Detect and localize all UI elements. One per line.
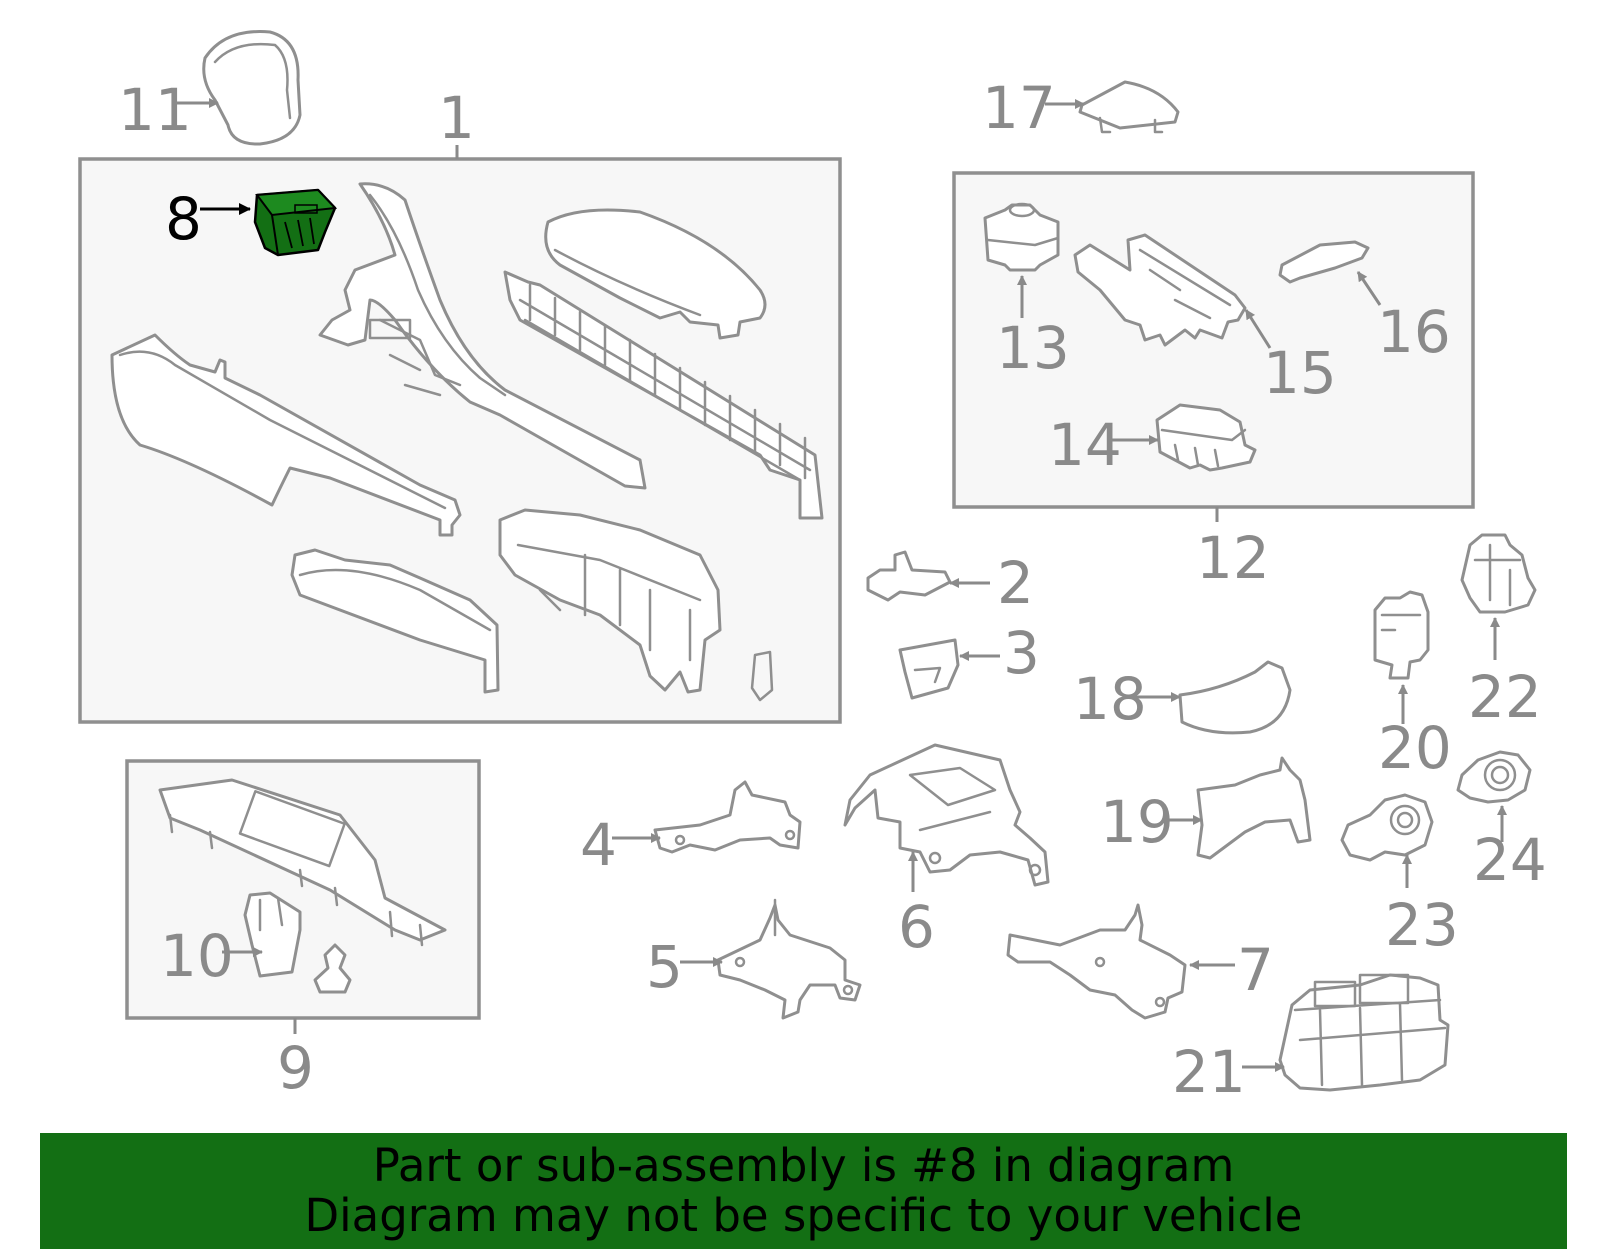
callout-21[interactable]: 21	[1172, 1038, 1246, 1106]
callout-24[interactable]: 24	[1473, 826, 1547, 894]
callout-13[interactable]: 13	[996, 314, 1070, 382]
part-8-switch-highlighted[interactable]	[253, 188, 338, 257]
callout-16[interactable]: 16	[1377, 298, 1451, 366]
callout-17[interactable]: 17	[982, 74, 1056, 142]
callout-1[interactable]: 1	[438, 84, 475, 152]
callout-23[interactable]: 23	[1385, 891, 1459, 959]
part-6-bracket[interactable]	[843, 743, 1050, 887]
callout-11[interactable]: 11	[118, 76, 192, 144]
part-18-trim[interactable]	[1178, 660, 1292, 735]
part-22-switch[interactable]	[1460, 533, 1537, 614]
callout-5[interactable]: 5	[646, 933, 683, 1001]
callout-3[interactable]: 3	[1003, 619, 1040, 687]
part-grille-panel	[503, 270, 824, 520]
callout-10[interactable]: 10	[160, 922, 234, 990]
part-24-socket[interactable]	[1456, 750, 1532, 804]
callout-8[interactable]: 8	[165, 185, 202, 253]
part-16-trim-strip[interactable]	[1278, 240, 1370, 284]
part-13-knob-housing[interactable]	[983, 202, 1060, 272]
part-2-bracket[interactable]	[866, 550, 952, 602]
part-5-bracket[interactable]	[716, 898, 862, 1020]
part-17-cap[interactable]	[1078, 80, 1180, 134]
banner-line-disclaimer: Diagram may not be specific to your vehi…	[304, 1189, 1303, 1242]
part-clip	[313, 943, 352, 994]
callout-12[interactable]: 12	[1196, 524, 1270, 592]
callout-20[interactable]: 20	[1378, 714, 1452, 782]
callout-18[interactable]: 18	[1073, 665, 1147, 733]
part-23-socket[interactable]	[1340, 793, 1434, 862]
part-19-trim[interactable]	[1196, 756, 1312, 860]
part-lower-strip	[290, 548, 500, 694]
callout-7[interactable]: 7	[1237, 936, 1274, 1004]
part-14-switch[interactable]	[1155, 403, 1257, 472]
callout-19[interactable]: 19	[1100, 788, 1174, 856]
part-armrest-lid	[544, 208, 767, 340]
part-side-panel	[110, 333, 462, 537]
part-console-upper-panel	[318, 182, 647, 490]
part-console-box	[498, 508, 774, 702]
part-21-switch-assembly[interactable]	[1278, 973, 1450, 1092]
callout-2[interactable]: 2	[997, 549, 1034, 617]
callout-22[interactable]: 22	[1468, 663, 1542, 731]
callout-14[interactable]: 14	[1048, 411, 1122, 479]
part-20-switch[interactable]	[1373, 590, 1430, 680]
callout-9[interactable]: 9	[277, 1034, 314, 1102]
callout-6[interactable]: 6	[898, 893, 935, 961]
part-window-switch-panel	[158, 778, 447, 947]
part-15-bezel[interactable]	[1073, 233, 1247, 347]
part-7-bracket[interactable]	[1006, 903, 1187, 1020]
part-11-shift-knob[interactable]	[202, 30, 302, 146]
callout-15[interactable]: 15	[1263, 339, 1337, 407]
info-banner: Part or sub-assembly is #8 in diagram Di…	[40, 1133, 1567, 1249]
callout-4[interactable]: 4	[580, 811, 617, 879]
banner-line-part: Part or sub-assembly is #8 in diagram	[372, 1139, 1235, 1192]
part-4-bracket[interactable]	[653, 780, 802, 854]
part-3-plate[interactable]	[898, 638, 960, 700]
